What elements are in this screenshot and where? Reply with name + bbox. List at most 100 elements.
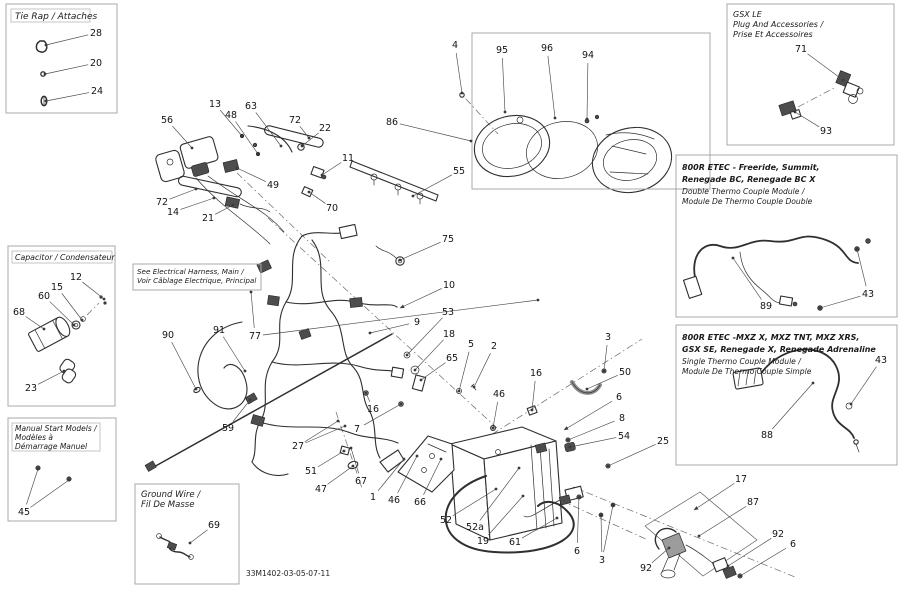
- connector-icon: [338, 223, 358, 240]
- leader-line: [698, 505, 747, 537]
- leader-endpoint: [231, 203, 235, 207]
- part-number-label: 6: [574, 546, 580, 557]
- part-callout-13: 13: [209, 99, 244, 138]
- part-number-label: 48: [225, 110, 237, 121]
- part-callout-63: 63: [245, 101, 283, 148]
- washer-icon: [456, 388, 462, 394]
- connector-icon: [256, 259, 272, 274]
- leader-line: [180, 197, 215, 210]
- part-callout-88: 88: [761, 381, 815, 441]
- part-number-label: 52a: [466, 522, 484, 533]
- module-connector-icon: [682, 275, 703, 299]
- leader-endpoint: [336, 419, 340, 423]
- leader-line: [458, 351, 470, 392]
- part-number-label: 54: [618, 431, 630, 442]
- thermocouple-single-drawing: [732, 348, 860, 453]
- part-number-label: 23: [25, 383, 37, 394]
- leader-endpoint: [190, 146, 194, 150]
- box-border: [7, 417, 117, 522]
- box-title-line: Modèles à: [15, 433, 53, 442]
- part-callout-17: 17: [693, 474, 747, 511]
- part-number-label: 27: [292, 441, 304, 452]
- leader-line: [727, 538, 772, 567]
- box-title-line: Prise Et Accessoires: [733, 30, 813, 39]
- screw-icon: [610, 502, 616, 508]
- leader-endpoint: [212, 196, 216, 200]
- leader-endpoint: [67, 478, 71, 482]
- box-title-line: See Electrical Harness, Main /: [137, 267, 245, 276]
- part-number-label: 6: [790, 539, 796, 550]
- leader-line: [586, 374, 618, 390]
- antenna-wire-drawing: [144, 333, 393, 472]
- leader-endpoint: [469, 139, 473, 143]
- part-callout-10: 10: [399, 280, 455, 309]
- connector-icon: [250, 414, 266, 427]
- leader-endpoint: [279, 144, 283, 148]
- screw-icon: [737, 573, 743, 579]
- part-callout-4: 4: [452, 40, 464, 95]
- part-callout-51: 51: [305, 449, 346, 477]
- leader-line: [317, 450, 345, 468]
- leader-line: [492, 401, 498, 429]
- part-number-label: 16: [367, 404, 379, 415]
- box-title-line: Capacitor / Condensateur: [15, 253, 115, 262]
- part-callout-94: 94: [582, 50, 594, 121]
- leader-endpoint: [553, 116, 557, 120]
- part-number-label: 1: [370, 492, 376, 503]
- leader-endpoint: [457, 389, 461, 393]
- leader-endpoint: [599, 513, 603, 517]
- part-callout-70: 70: [307, 190, 338, 214]
- leader-line: [305, 425, 346, 444]
- leader-line: [49, 301, 75, 326]
- leader-endpoint: [731, 256, 735, 260]
- leader-endpoint: [36, 467, 40, 471]
- leader-line: [412, 174, 453, 197]
- box-border: [132, 263, 262, 291]
- sensor-tip-icon: [853, 439, 859, 445]
- part-number-label: 45: [18, 507, 30, 518]
- leader-endpoint: [411, 194, 415, 198]
- ground-wire-drawing: [156, 533, 194, 560]
- part-callout-60: 60: [38, 291, 76, 327]
- leader-line: [693, 483, 735, 511]
- part-number-label: 86: [386, 117, 398, 128]
- part-number-label: 11: [342, 153, 354, 164]
- part-callout-3: 3: [599, 503, 615, 566]
- part-number-label: 92: [640, 563, 652, 574]
- part-number-label: 50: [619, 367, 631, 378]
- part-number-label: 18: [443, 329, 455, 340]
- part-number-label: 72: [156, 197, 168, 208]
- part-number-label: 46: [388, 495, 400, 506]
- leader-line: [502, 57, 506, 113]
- box-border: [675, 324, 898, 466]
- part-number-label: 60: [38, 291, 50, 302]
- part-callout-16: 16: [530, 368, 542, 412]
- part-number-label: 67: [355, 476, 367, 487]
- leader-endpoint: [521, 494, 525, 498]
- mounting-bracket-drawing: [379, 435, 455, 493]
- part-callout-56: 56: [161, 115, 194, 150]
- box-title-line: Renegade BC, Renegade BC X: [682, 175, 816, 184]
- part-number-label: 4: [452, 40, 458, 51]
- leader-endpoint: [351, 464, 355, 468]
- leader-line: [327, 465, 354, 485]
- box-title-line: Tie Rap / Attaches: [15, 12, 98, 22]
- manual-start-screws-drawing: [35, 465, 72, 482]
- leader-endpoint: [248, 398, 252, 402]
- connector-icon: [267, 295, 280, 307]
- part-callout-55: 55: [411, 166, 465, 198]
- part-callout-67: 67: [349, 446, 367, 487]
- leader-line: [603, 504, 614, 553]
- part-callout-15: 15: [51, 282, 84, 322]
- sensor-icon: [778, 295, 794, 307]
- part-number-label: 12: [70, 272, 82, 283]
- leader-endpoint: [102, 297, 106, 301]
- socket-icon: [712, 557, 729, 573]
- leader-line: [235, 121, 259, 155]
- part-number-label: 14: [167, 207, 179, 218]
- part-callout-71: 71: [795, 44, 845, 82]
- part-number-label: 19: [477, 536, 489, 547]
- connector-icon: [222, 159, 240, 173]
- part-callout-8: 8: [566, 413, 625, 442]
- leader-line: [171, 341, 197, 390]
